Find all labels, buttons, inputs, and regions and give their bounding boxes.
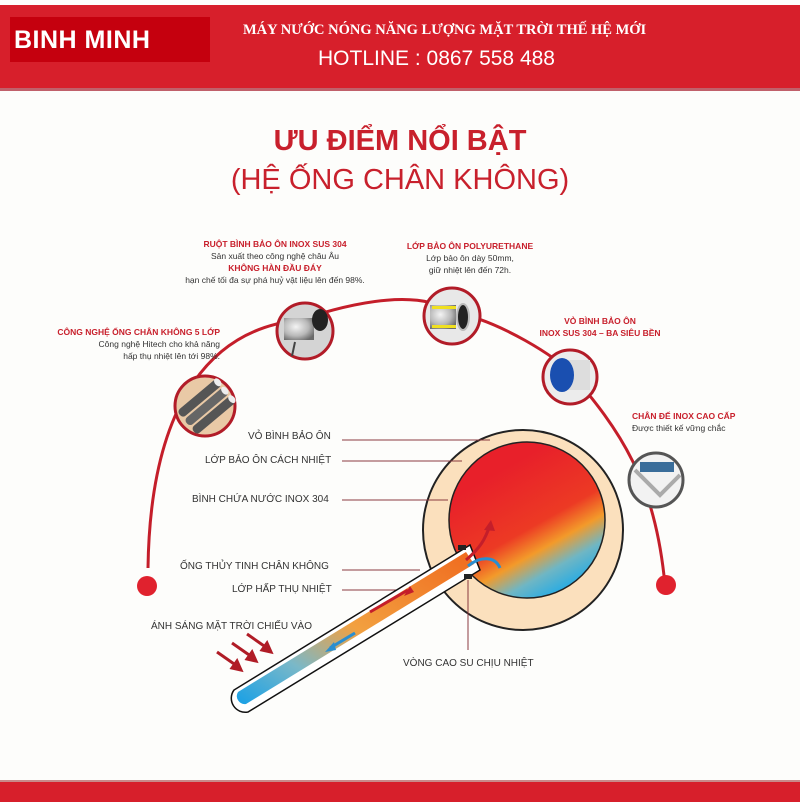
tagline: MÁY NƯỚC NÓNG NĂNG LƯỢNG MẶT TRỜI THẾ HỆ… (243, 22, 647, 38)
page-title: ƯU ĐIỂM NỔI BẬT (273, 125, 527, 157)
feature-lop-bao-on: LỚP BẢO ÔN POLYURETHANE Lớp bảo ôn dày 5… (385, 240, 555, 276)
feature-line: hạn chế tối đa sự phá huỷ vật liệu lên đ… (185, 275, 365, 285)
feature-ruot-binh: RUỘT BÌNH BẢO ÔN INOX SUS 304 Sản xuất t… (160, 238, 390, 286)
feature-title: CÔNG NGHỆ ỐNG CHÂN KHÔNG 5 LỚP (57, 327, 220, 337)
label-absorber: LỚP HẤP THỤ NHIỆT (232, 584, 332, 595)
brand-name: BINH MINH (14, 26, 151, 54)
label-sunlight: ÁNH SÁNG MẶT TRỜI CHIẾU VÀO (151, 621, 313, 632)
feature-ong-chan-khong: CÔNG NGHỆ ỐNG CHÂN KHÔNG 5 LỚP Công nghệ… (20, 326, 220, 362)
feature-subtitle: INOX SUS 304 – BA SIÊU BỀN (539, 328, 661, 338)
stand-frame-icon (627, 451, 685, 509)
feature-chan-de: CHÂN ĐẾ INOX CAO CẤP Được thiết kế vững … (632, 410, 792, 434)
sunlight-arrows-icon (216, 632, 274, 673)
vacuum-tube (230, 520, 502, 714)
feature-title: VỎ BÌNH BẢO ÔN (564, 316, 636, 326)
header-divider (0, 88, 800, 91)
arc-endpoint-right (656, 575, 676, 595)
arc-endpoint-left (137, 576, 157, 596)
hotline[interactable]: HOTLINE : 0867 558 488 (318, 47, 555, 70)
label-glass-tube: ỐNG THỦY TINH CHÂN KHÔNG (180, 561, 329, 572)
feature-title: LỚP BẢO ÔN POLYURETHANE (406, 241, 534, 251)
label-seal-ring: VÒNG CAO SU CHỊU NHIỆT (403, 658, 534, 669)
label-shell: VỎ BÌNH BẢO ÔN (248, 431, 331, 442)
feature-line: Công nghệ Hitech cho khả năng (98, 339, 220, 349)
insulated-pipe-icon (422, 286, 482, 346)
steel-cylinder-icon (275, 301, 335, 361)
page-subtitle: (HỆ ỐNG CHÂN KHÔNG) (230, 164, 570, 196)
footer-bar (0, 780, 800, 802)
feature-line: Lớp bảo ôn dày 50mm, (426, 253, 514, 263)
vacuum-tubes-icon (173, 374, 237, 438)
feature-title: RUỘT BÌNH BẢO ÔN INOX SUS 304 (203, 239, 347, 249)
label-inner-tank: BÌNH CHỨA NƯỚC INOX 304 (192, 494, 329, 505)
feature-title: CHÂN ĐẾ INOX CAO CẤP (632, 411, 736, 421)
feature-line: Được thiết kế vững chắc (632, 423, 726, 433)
tank-shell-icon (541, 348, 599, 406)
feature-line: hấp thụ nhiệt lên tới 98%. (123, 351, 220, 361)
feature-highlight: KHÔNG HÀN ĐẦU ĐÁY (228, 263, 322, 273)
feature-line: Sản xuất theo công nghệ châu Âu (210, 251, 340, 261)
label-insulation: LỚP BẢO ÔN CÁCH NHIỆT (205, 455, 332, 466)
feature-vo-binh: VỎ BÌNH BẢO ÔN INOX SUS 304 – BA SIÊU BỀ… (520, 315, 680, 339)
brand-box (10, 17, 210, 62)
feature-line: giữ nhiệt lên đến 72h. (428, 265, 512, 275)
